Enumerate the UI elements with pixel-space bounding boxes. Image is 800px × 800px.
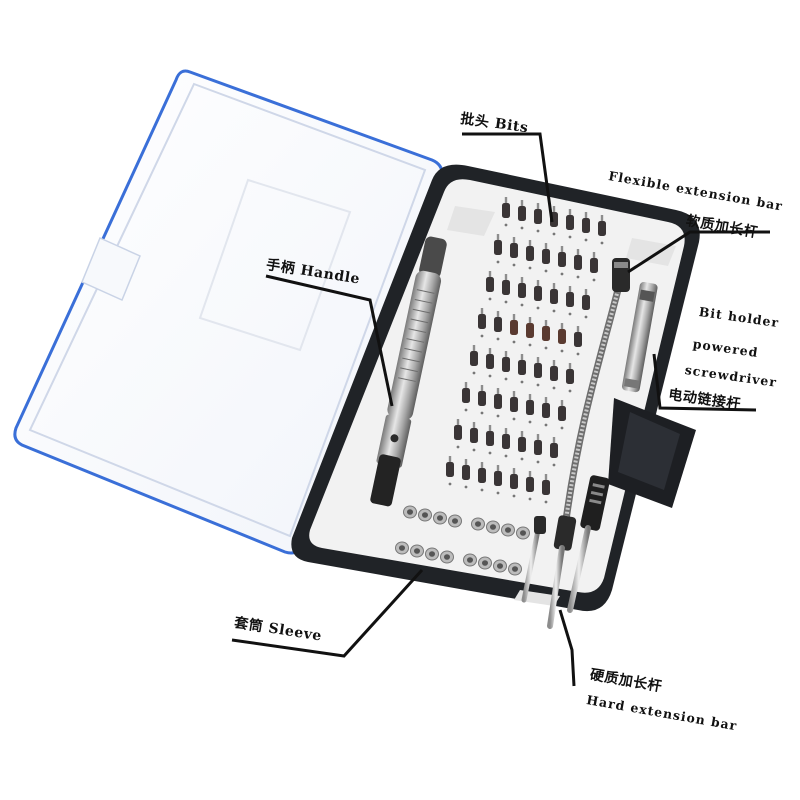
bit: [470, 422, 478, 452]
bit-holder: [621, 281, 658, 393]
bit: [542, 320, 550, 350]
bit: [486, 425, 494, 455]
bit: [550, 283, 558, 313]
bit: [470, 345, 478, 375]
bit: [494, 465, 502, 495]
bit: [534, 434, 542, 464]
bit: [510, 468, 518, 498]
bit: [526, 240, 534, 270]
sleeve: [433, 511, 447, 525]
bit: [510, 314, 518, 344]
bit: [502, 197, 510, 227]
sleeve: [463, 553, 477, 567]
leader-line-bits: [462, 132, 554, 223]
sleeve: [501, 523, 515, 537]
sleeve: [395, 541, 409, 555]
bit: [550, 360, 558, 390]
bit: [526, 394, 534, 424]
bit: [454, 419, 462, 449]
bit: [518, 277, 526, 307]
leader-line-flexible: [627, 230, 770, 274]
bit: [510, 237, 518, 267]
bit: [478, 385, 486, 415]
sleeve: [448, 514, 462, 528]
bit: [542, 474, 550, 504]
bit: [542, 243, 550, 273]
sleeves-set: [395, 505, 530, 576]
bit: [494, 234, 502, 264]
sleeve: [403, 505, 417, 519]
bit: [526, 317, 534, 347]
hard-extension-bar: [521, 475, 610, 613]
sleeve: [508, 562, 522, 576]
leader-line-handle: [265, 274, 394, 407]
bit: [590, 252, 598, 282]
bit: [518, 354, 526, 384]
bit: [558, 400, 566, 430]
bit: [486, 348, 494, 378]
bit: [598, 215, 606, 245]
bit: [542, 397, 550, 427]
sleeve: [440, 550, 454, 564]
leader-line-hard: [558, 609, 576, 687]
flexible-extension-bar: [547, 258, 630, 629]
bit: [566, 286, 574, 316]
bit: [558, 246, 566, 276]
bit: [582, 289, 590, 319]
bit: [518, 200, 526, 230]
bit: [550, 437, 558, 467]
bit: [502, 351, 510, 381]
sleeve: [471, 517, 485, 531]
bit: [582, 212, 590, 242]
bit: [534, 280, 542, 310]
bit: [510, 391, 518, 421]
sleeve: [486, 520, 500, 534]
sleeve: [516, 526, 530, 540]
leader-lines: [231, 132, 770, 687]
bits-grid: [446, 197, 606, 504]
leader-line-sleeve: [231, 568, 424, 658]
bit: [478, 462, 486, 492]
bit: [574, 249, 582, 279]
bit: [574, 326, 582, 356]
bit: [494, 311, 502, 341]
bit: [502, 274, 510, 304]
bit: [462, 459, 470, 489]
bit: [534, 357, 542, 387]
sleeve: [418, 508, 432, 522]
bit: [566, 209, 574, 239]
bit: [534, 203, 542, 233]
sleeve: [478, 556, 492, 570]
bit: [446, 456, 454, 486]
bit: [494, 388, 502, 418]
bit: [558, 323, 566, 353]
bit: [518, 431, 526, 461]
sleeve: [493, 559, 507, 573]
leader-line-bit-holder: [652, 353, 757, 412]
bit: [478, 308, 486, 338]
bit: [566, 363, 574, 393]
bit: [486, 271, 494, 301]
sleeve: [425, 547, 439, 561]
sleeve: [410, 544, 424, 558]
bit: [526, 471, 534, 501]
bit: [462, 382, 470, 412]
screwdriver-handle: [370, 236, 447, 507]
bit: [502, 428, 510, 458]
